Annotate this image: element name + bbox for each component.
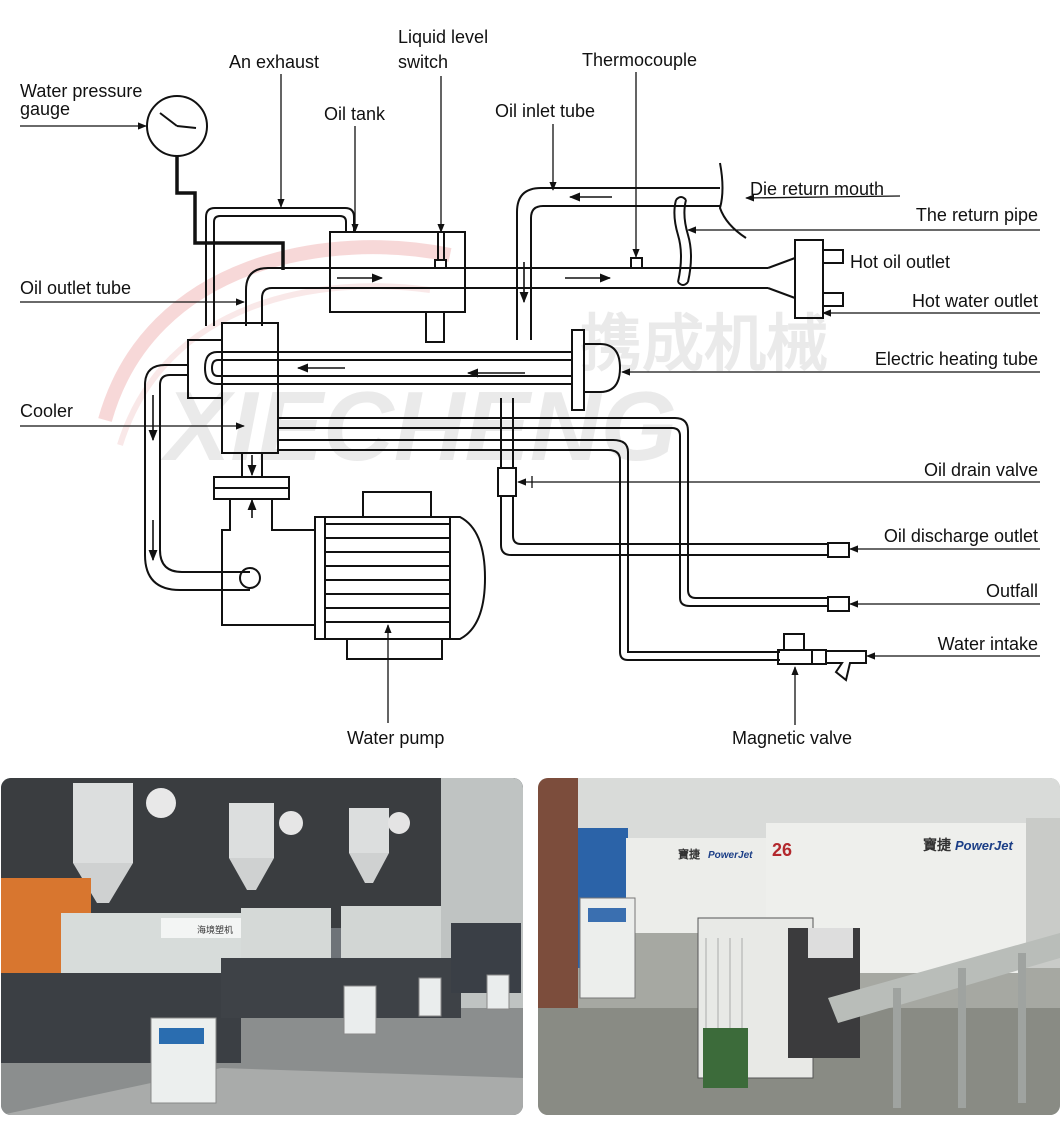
- water-intake-pipe: [278, 439, 780, 661]
- green-canister: [703, 1028, 748, 1088]
- oil-drain-valve: [497, 467, 517, 497]
- label-cooler: Cooler: [20, 401, 73, 421]
- label-die-return-mouth: Die return mouth: [750, 179, 884, 199]
- label-water-pressure-gauge-line1: Water pressure: [20, 81, 142, 101]
- label-oil-drain-valve: Oil drain valve: [924, 460, 1038, 480]
- hot-water-outlet-port: [822, 292, 844, 307]
- exhaust-pipe: [205, 207, 355, 326]
- cooler-return-loop: [144, 364, 261, 591]
- outfall-pipe: [278, 417, 828, 607]
- label-magnetic-valve: Magnetic valve: [732, 728, 852, 748]
- factory-photo-right: 寶捷 PowerJet 26 寶捷 PowerJet: [538, 778, 1060, 1115]
- factory-photo-left: 海境塑机: [1, 778, 523, 1115]
- watermark-latin: XIECHENG: [160, 371, 677, 481]
- hot-oil-outlet-port: [822, 249, 844, 264]
- water-pressure-gauge: [146, 95, 285, 270]
- magnetic-valve: [777, 633, 867, 682]
- label-an-exhaust: An exhaust: [229, 52, 319, 72]
- label-water-pressure-gauge-line2: gauge: [20, 99, 70, 119]
- machine-sign: 海境塑机: [197, 924, 233, 936]
- outfall-port: [827, 596, 850, 612]
- oil-discharge-pipe: [500, 496, 828, 556]
- label-water-pump: Water pump: [347, 728, 444, 748]
- label-oil-tank: Oil tank: [324, 104, 386, 124]
- brand-cn-1: 寶捷: [678, 847, 701, 861]
- machine-number: 26: [772, 840, 792, 860]
- watermark: 携成机械 XIECHENG: [98, 240, 828, 481]
- tank-leg: [425, 311, 445, 343]
- label-liquid-level-switch-line2: switch: [398, 52, 448, 72]
- label-the-return-pipe: The return pipe: [916, 205, 1038, 225]
- brand-2: PowerJet: [955, 838, 1013, 853]
- drain-pipe: [500, 398, 514, 468]
- label-hot-oil-outlet: Hot oil outlet: [850, 252, 950, 272]
- label-hot-water-outlet: Hot water outlet: [912, 291, 1038, 311]
- label-water-intake: Water intake: [938, 634, 1038, 654]
- outlet-manifold: [794, 239, 824, 319]
- label-oil-discharge-outlet: Oil discharge outlet: [884, 526, 1038, 546]
- electric-heating-tube: [203, 329, 622, 411]
- oil-discharge-outlet-port: [827, 542, 850, 558]
- brand-1: PowerJet: [708, 850, 753, 861]
- label-liquid-level-switch-line1: Liquid level: [398, 27, 488, 47]
- label-oil-outlet-tube: Oil outlet tube: [20, 278, 131, 298]
- oil-temperature-controller-diagram: 携成机械 XIECHENG: [20, 27, 1040, 748]
- watermark-chinese: 携成机械: [580, 307, 828, 380]
- water-pump: [314, 491, 487, 660]
- label-outfall: Outfall: [986, 581, 1038, 601]
- label-oil-inlet-tube: Oil inlet tube: [495, 101, 595, 121]
- liquid-level-switch: [434, 259, 447, 269]
- oil-tank: [329, 231, 466, 313]
- conveyor: [828, 933, 1060, 1023]
- brand-cn-2: 寶捷: [923, 837, 952, 854]
- label-electric-heating-tube: Electric heating tube: [875, 349, 1038, 369]
- cooler-side-box: [187, 339, 223, 399]
- return-pipe: [673, 199, 692, 283]
- thermocouple-probe: [630, 257, 643, 269]
- label-thermocouple: Thermocouple: [582, 50, 697, 70]
- main-oil-pipe: [245, 257, 796, 326]
